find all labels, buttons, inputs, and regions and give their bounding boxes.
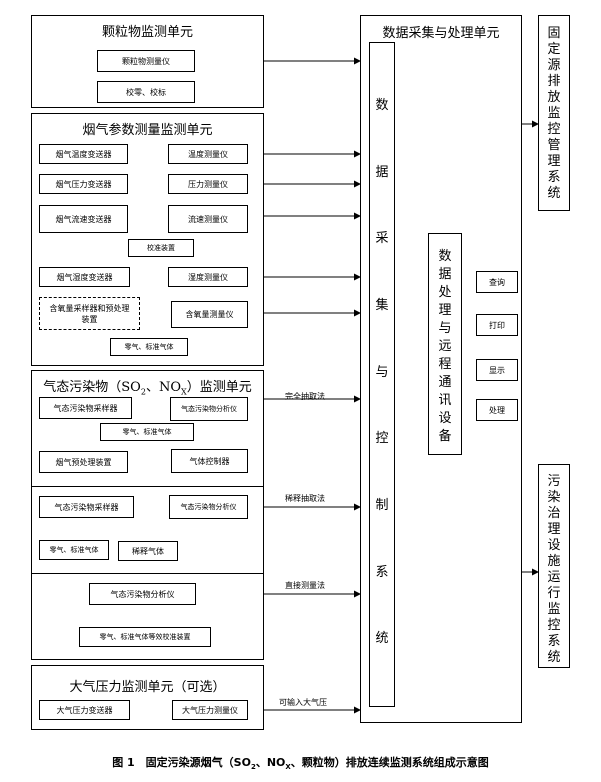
gaseous-unit-title: 气态污染物（SO2、NOX）监测单元: [43, 380, 252, 397]
output-query: 查询: [476, 271, 518, 293]
humidity-meter: 湿度测量仪: [168, 267, 248, 287]
oxygen-meter: 含氧量测量仪: [171, 301, 248, 328]
full-zero-gas: 零气、标准气体: [100, 423, 194, 441]
gas-controller: 气体控制器: [171, 449, 248, 473]
fixed-source-management-system: [538, 15, 570, 211]
atmos-transmitter: 大气压力变送器: [39, 700, 130, 720]
acquisition-control-system: [369, 42, 395, 707]
equivalent-calibration: 零气、标准气体等效校准装置: [79, 627, 211, 647]
section-divider: [31, 486, 264, 487]
pressure-meter: 压力测量仪: [168, 174, 248, 194]
dilution-sampler: 气态污染物采样器: [39, 496, 134, 518]
pressure-transmitter: 烟气压力变送器: [39, 174, 128, 194]
output-display: 显示: [476, 359, 518, 381]
zero-standard-gas: 零气、标准气体: [110, 338, 188, 356]
figure-caption: 图 1 固定污染源烟气（SO2、NOX、颗粒物）排放连续监测系统组成示意图: [112, 756, 489, 772]
full-extraction-label: 完全抽取法: [285, 392, 325, 401]
atmos-unit: [31, 665, 264, 730]
treatment-facility-monitoring-system: [538, 464, 570, 668]
atmos-input-label: 可输入大气压: [279, 698, 327, 707]
processor-remote-comm-device: [428, 233, 462, 455]
pretreatment-device: 烟气预处理装置: [39, 451, 128, 473]
particulate-instrument: 颗粒物测量仪: [97, 50, 195, 72]
particulate-calibration: 校零、校标: [97, 81, 195, 103]
fixed-source-label: 固 定 源 排 放 监 控 管 理 系 统: [547, 26, 561, 201]
oxygen-sampler: 含氧量采样器和预处理装置: [39, 297, 140, 330]
processor-label: 数 据 处 理 与 远 程 通 讯 设 备: [438, 249, 452, 444]
dilution-zero-gas: 零气、标准气体: [39, 540, 109, 560]
dilution-analyzer: 气态污染物分析仪: [169, 495, 248, 519]
direct-analyzer: 气态污染物分析仪: [89, 583, 196, 605]
temp-meter: 温度测量仪: [168, 144, 248, 164]
flue-gas-unit-title: 烟气参数测量监测单元: [82, 123, 213, 138]
flow-transmitter: 烟气流速变送器: [39, 205, 128, 233]
atmos-meter: 大气压力测量仪: [172, 700, 248, 720]
section-divider: [31, 573, 264, 574]
dilution-gas: 稀释气体: [118, 541, 178, 561]
particulate-unit-title: 颗粒物监测单元: [101, 25, 193, 40]
direct-measure-label: 直接测量法: [285, 581, 325, 590]
dilution-extraction-label: 稀释抽取法: [285, 494, 325, 503]
output-process: 处理: [476, 399, 518, 421]
flow-meter: 流速测量仪: [168, 205, 248, 233]
output-print: 打印: [476, 314, 518, 336]
humidity-transmitter: 烟气湿度变送器: [39, 267, 130, 287]
atmos-unit-title: 大气压力监测单元（可选）: [69, 680, 226, 695]
calibration-device: 校准装置: [128, 239, 194, 257]
temp-transmitter: 烟气温度变送器: [39, 144, 128, 164]
full-sampler: 气态污染物采样器: [39, 397, 132, 419]
dac-unit-title: 数据采集与处理单元: [382, 26, 500, 41]
treatment-facility-label: 污 染 治 理 设 施 运 行 监 控 系 统: [547, 474, 561, 665]
acquisition-control-system-label: 数 据 采 集 与 控 制 系 统: [375, 98, 389, 647]
full-analyzer: 气态污染物分析仪: [170, 397, 248, 421]
